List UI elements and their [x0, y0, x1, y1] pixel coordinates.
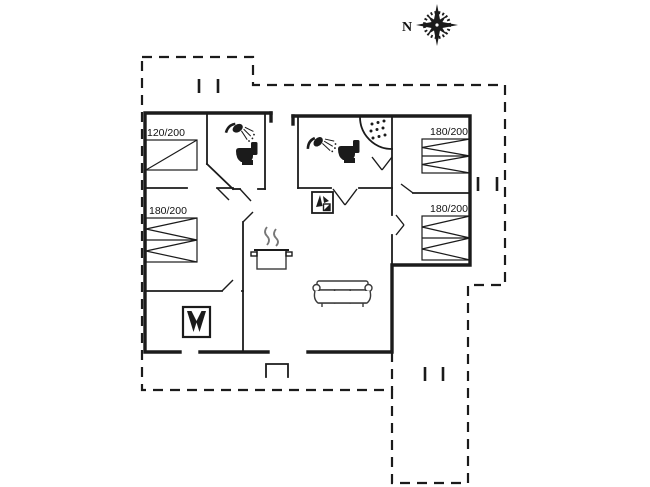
roof-overhang-outline [140, 55, 507, 485]
corner-shower-icon [359, 116, 393, 150]
compass-rose-icon [416, 4, 458, 46]
tv-icon [181, 305, 212, 339]
bed-size-label: 180/200 [430, 126, 468, 138]
entrance-step [265, 363, 289, 378]
interior-walls [144, 112, 471, 353]
toilet-icon [338, 140, 360, 163]
bed-double-right-180x200: 180/200 [421, 203, 471, 261]
bed-double-top-right-180x200: 180/200 [421, 126, 471, 174]
shower-icon [224, 122, 255, 142]
compass-north-label: N [402, 20, 412, 35]
bed-size-label: 180/200 [149, 205, 187, 217]
sofa-icon [312, 280, 373, 307]
washing-machine-icon [311, 191, 334, 214]
door-swing-marks [216, 156, 414, 292]
terrace-posts [197, 79, 499, 381]
bed-size-label: 120/200 [147, 127, 185, 139]
bed-size-label: 180/200 [430, 203, 468, 215]
bed-single-120x200: 120/200 [145, 127, 198, 171]
toilet-icon [236, 142, 258, 165]
shower-icon [306, 136, 337, 153]
bed-double-left-180x200: 180/200 [145, 205, 198, 263]
exterior-walls [143, 111, 472, 354]
cooking-pot-icon [250, 226, 293, 270]
